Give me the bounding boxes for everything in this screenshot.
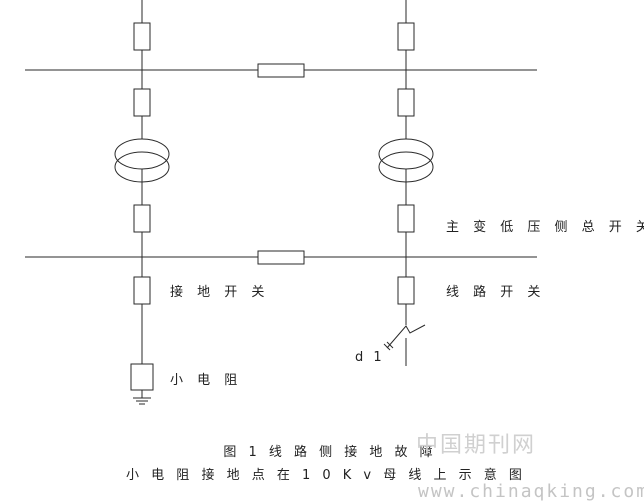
label-small-resistor: 小 电 阻 (170, 373, 242, 388)
caption-line-2: 小 电 阻 接 地 点 在 1 0 K v 母 线 上 示 意 图 (126, 467, 526, 483)
watermark-en: www.chinaqking.com (418, 481, 644, 502)
left-top-switch (133, 22, 151, 51)
left-transformer-low-switch (133, 204, 151, 233)
label-grounding-switch: 接 地 开 关 (170, 284, 269, 300)
small-resistor-symbol (130, 363, 154, 391)
fault-lightning-symbol (383, 324, 426, 351)
left-transformer-high-switch (133, 88, 151, 117)
right-transformer-symbol (378, 138, 434, 183)
caption-line-1: 图 1 线 路 侧 接 地 故 障 (223, 444, 436, 460)
right-transformer-high-switch (397, 88, 415, 117)
label-main-transformer-low-side-switch: 主 变 低 压 侧 总 开 关 (446, 219, 644, 235)
line-switch-symbol (397, 276, 415, 305)
right-top-switch (397, 22, 415, 51)
left-transformer-symbol (114, 138, 170, 183)
lower-bus-tie-switch (257, 250, 305, 265)
label-fault-point: d 1 (355, 350, 385, 365)
watermark-cn: 中国期刊网 (416, 433, 536, 458)
label-line-switch: 线 路 开 关 (446, 284, 545, 300)
right-transformer-low-switch (397, 204, 415, 233)
upper-bus-tie-switch (257, 63, 305, 78)
grounding-switch-symbol (133, 276, 151, 305)
ground-symbol (133, 397, 151, 405)
